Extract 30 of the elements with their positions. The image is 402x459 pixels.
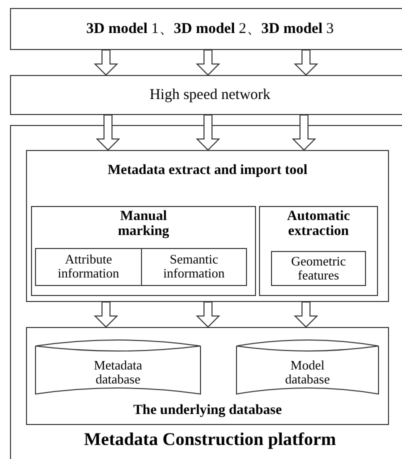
box-label: 3D model 1、3D model 2、3D model 3: [85, 20, 335, 38]
block-arrow: [196, 302, 220, 328]
network-box: [10, 75, 402, 115]
panel-heading: Automatic extraction: [286, 209, 351, 240]
block-arrow: [96, 114, 120, 151]
process-box: [271, 251, 366, 286]
input-box: [10, 8, 402, 50]
panel-heading: Metadata Construction platform: [83, 430, 337, 450]
box-label: Semantic information: [162, 252, 226, 282]
block-arrow: [196, 50, 220, 76]
block-arrow: [292, 114, 316, 151]
box-label: Geometric features: [290, 254, 347, 283]
tool-panel: [26, 150, 389, 302]
block-arrow: [94, 50, 118, 76]
process-box: [35, 248, 142, 286]
group-panel: [31, 206, 256, 296]
database-label: Metadata database: [92, 358, 144, 388]
panel-heading: Metadata extract and import tool: [106, 163, 308, 178]
process-box: [141, 248, 247, 286]
panel-heading: Manual marking: [116, 209, 170, 240]
panel-heading: The underlying database: [132, 402, 283, 418]
block-arrow: [94, 302, 118, 328]
group-panel: [259, 206, 378, 296]
database-panel: [26, 327, 389, 425]
block-arrow: [294, 302, 318, 328]
database-label: Model database: [284, 358, 331, 388]
block-arrow: [196, 114, 220, 151]
box-label: Attribute information: [56, 252, 120, 282]
block-arrow: [294, 50, 318, 76]
box-label: High speed network: [148, 86, 272, 104]
